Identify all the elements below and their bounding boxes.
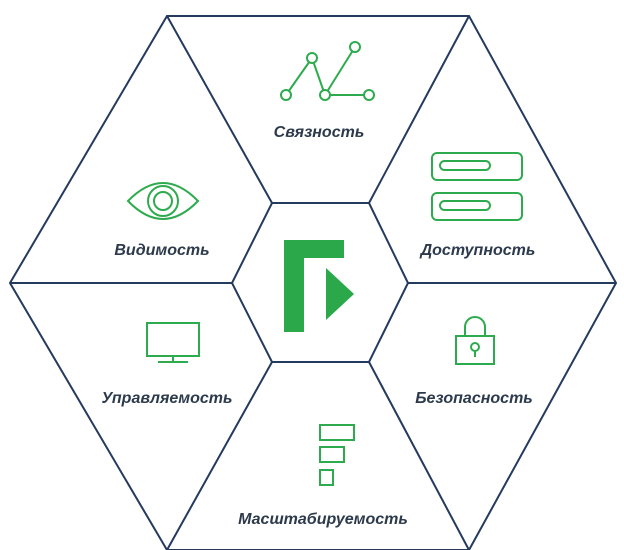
network-nodes-icon [280, 41, 375, 101]
segment-security: Безопасность [415, 316, 533, 407]
segment-label: Доступность [419, 242, 536, 259]
divider-line [166, 361, 273, 550]
servers-icon [431, 152, 523, 221]
divider-line [166, 15, 273, 204]
segment-connectivity: Связность [274, 41, 375, 141]
segment-label: Масштабируемость [238, 511, 408, 528]
segment-label: Управляемость [101, 390, 232, 407]
padlock-icon [455, 316, 495, 365]
segment-availability: Доступность [419, 152, 536, 259]
divider-line [368, 15, 470, 204]
segment-scalability: Масштабируемость [238, 424, 408, 528]
segment-label: Безопасность [415, 390, 533, 407]
monitor-icon [146, 322, 200, 363]
scaling-blocks-icon [319, 424, 355, 486]
segment-label: Связность [274, 124, 365, 141]
inner-hexagon [230, 202, 410, 363]
fortinet-logo-icon [284, 240, 354, 332]
segment-visibility: Видимость [114, 182, 210, 259]
eye-icon [126, 182, 200, 220]
segment-manageability: Управляемость [101, 322, 233, 407]
divider-line [368, 361, 470, 550]
segment-dividers [10, 15, 616, 550]
segment-label: Видимость [114, 242, 209, 259]
